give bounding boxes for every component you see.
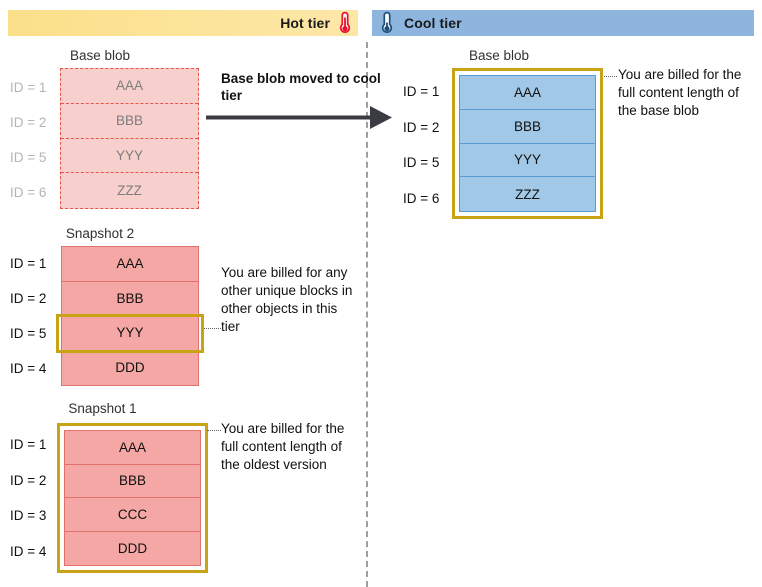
hot-base-blob-block-0: AAA [61,69,198,104]
snapshot2-block-0: AAA [62,247,198,282]
cool-base-blob-id-1: ID = 2 [403,120,440,135]
snapshot2-id-3: ID = 4 [10,361,47,376]
snapshot1-id-2: ID = 3 [10,508,47,523]
snapshot2-title: Snapshot 2 [65,226,135,241]
cool-base-blob-id-0: ID = 1 [403,84,440,99]
snapshot1-title: Snapshot 1 [68,401,137,416]
cool-base-blob-group: Base blob ID = 1 ID = 2 ID = 5 ID = 6 AA… [393,48,608,228]
snapshot1-block-2: CCC [65,498,200,532]
cool-base-blob-callout-leader [604,76,617,77]
hot-base-blob-block-1: BBB [61,104,198,139]
snapshot1-id-0: ID = 1 [10,437,47,452]
snapshot1-callout: You are billed for the full content leng… [221,421,345,472]
hot-base-blob-blocks: AAA BBB YYY ZZZ [60,68,199,209]
snapshot2-group: Snapshot 2 ID = 1 ID = 2 ID = 5 ID = 4 A… [0,226,210,386]
snapshot1-highlight-frame: AAA BBB CCC DDD [57,423,208,573]
cool-base-blob-highlight-frame: AAA BBB YYY ZZZ [452,68,603,219]
hot-base-blob-id-1: ID = 2 [10,115,47,130]
snapshot1-id-1: ID = 2 [10,473,47,488]
snapshot1-group: Snapshot 1 ID = 1 ID = 2 ID = 3 ID = 4 A… [0,401,215,581]
cool-base-blob-id-2: ID = 5 [403,155,440,170]
cool-base-blob-blocks: AAA BBB YYY ZZZ [459,75,596,212]
cool-base-blob-block-2: YYY [460,144,595,178]
right-arrow-icon [206,104,392,132]
tier-divider [366,42,368,587]
snapshot2-id-1: ID = 2 [10,291,47,306]
snapshot1-blocks: AAA BBB CCC DDD [64,430,201,566]
cool-base-blob-title: Base blob [468,48,530,63]
snapshot1-block-1: BBB [65,465,200,498]
hot-base-blob-id-2: ID = 5 [10,150,47,165]
hot-tier-header: Hot tier [8,10,358,36]
snapshot1-id-3: ID = 4 [10,544,47,559]
cool-base-blob-block-0: AAA [460,76,595,110]
snapshot1-block-3: DDD [117,540,148,556]
cool-tier-header: Cool tier [372,10,754,36]
hot-tier-label: Hot tier [280,15,330,31]
hot-base-blob-group: Base blob ID = 1 ID = 2 ID = 5 ID = 6 AA… [0,48,210,216]
hot-base-blob-block-3: ZZZ [117,183,142,199]
cool-base-blob-id-3: ID = 6 [403,191,440,206]
thermometer-hot-icon [338,11,352,35]
snapshot1-callout-leader [207,430,221,431]
snapshot2-block-1: BBB [62,282,198,316]
snapshot2-callout-leader [204,328,221,329]
snapshot2-id-0: ID = 1 [10,256,47,271]
hot-base-blob-id-3: ID = 6 [10,185,47,200]
thermometer-cool-icon [380,11,394,35]
snapshot1-block-0: AAA [65,431,200,465]
cool-base-blob-block-3: ZZZ [515,186,540,202]
cool-base-blob-block-1: BBB [460,110,595,144]
snapshot2-id-2: ID = 5 [10,326,47,341]
hot-base-blob-block-2: YYY [61,139,198,174]
snapshot2-blocks: AAA BBB YYY DDD [61,246,199,386]
cool-base-blob-callout: You are billed for the full content leng… [618,67,742,118]
hot-base-blob-title: Base blob [69,48,131,63]
snapshot2-block-3: DDD [115,360,145,376]
snapshot2-block-2: YYY [62,316,198,351]
cool-tier-label: Cool tier [404,15,462,31]
hot-base-blob-id-0: ID = 1 [10,80,47,95]
transition-caption: Base blob moved to cool tier [221,71,381,103]
snapshot2-callout: You are billed for any other unique bloc… [221,265,353,334]
